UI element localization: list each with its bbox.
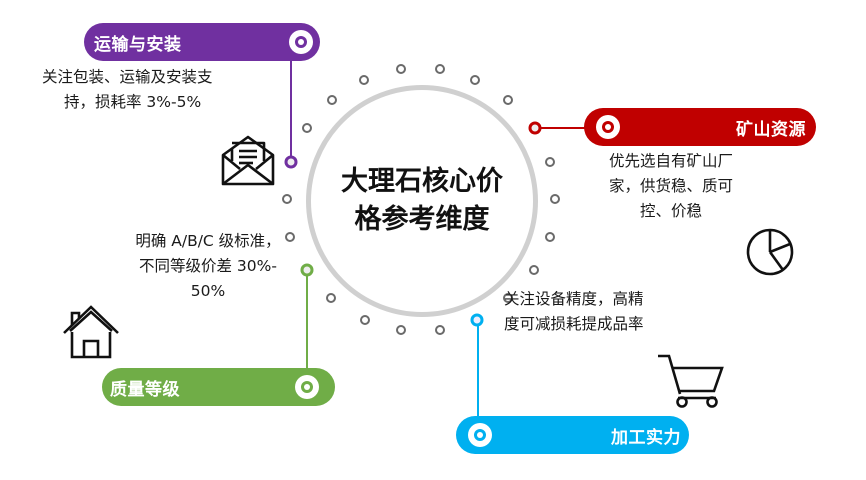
quality-label: 质量等级 <box>110 379 180 400</box>
target-icon <box>596 115 620 139</box>
orbit-dot <box>396 325 406 335</box>
target-icon <box>295 375 319 399</box>
orbit-dot <box>503 95 513 105</box>
orbit-dot <box>360 315 370 325</box>
connector-line <box>306 275 308 370</box>
orbit-dot <box>529 265 539 275</box>
quality-description: 明确 A/B/C 级标准， 不同等级价差 30%- 50% <box>135 232 281 300</box>
connector-line <box>477 325 479 417</box>
mining-label: 矿山资源 <box>736 119 806 140</box>
orbit-dot <box>282 194 292 204</box>
processing-label: 加工实力 <box>611 427 681 448</box>
orbit-dot <box>359 75 369 85</box>
quality-label-pill: 质量等级 <box>102 368 335 406</box>
orbit-dot <box>326 293 336 303</box>
pie-chart-icon <box>745 227 795 277</box>
transport-anchor-dot <box>284 155 298 169</box>
orbit-dot <box>550 194 560 204</box>
transport-description: 关注包装、运输及安装支 持，损耗率 3%-5% <box>42 68 213 111</box>
orbit-dot <box>545 232 555 242</box>
orbit-dot <box>435 325 445 335</box>
mining-description: 优先选自有矿山厂 家，供货稳、质可 控、价稳 <box>608 152 733 220</box>
orbit-dot <box>435 64 445 74</box>
orbit-dot <box>503 293 513 303</box>
orbit-dot <box>327 95 337 105</box>
orbit-dot <box>470 75 480 85</box>
processing-label-pill: 加工实力 <box>456 416 689 454</box>
center-title-line2: 格参考维度 <box>354 204 490 235</box>
center-title-line1: 大理石核心价 <box>341 166 503 197</box>
transport-label-pill: 运输与安装 <box>84 23 320 61</box>
center-title: 大理石核心价 格参考维度 <box>306 85 538 317</box>
connector-line <box>540 127 588 129</box>
orbit-dot <box>545 157 555 167</box>
processing-description: 关注设备精度，高精 度可减损耗提成品率 <box>504 290 644 333</box>
transport-label: 运输与安装 <box>94 34 182 55</box>
mining-label-pill: 矿山资源 <box>584 108 816 146</box>
target-icon <box>468 423 492 447</box>
house-icon <box>62 303 120 359</box>
orbit-dot <box>285 232 295 242</box>
connector-line <box>290 55 292 160</box>
orbit-dot <box>396 64 406 74</box>
center-ring <box>306 85 538 317</box>
orbit-dot <box>302 123 312 133</box>
envelope-icon <box>220 133 276 187</box>
mining-anchor-dot <box>528 121 542 135</box>
target-icon <box>289 30 313 54</box>
shopping-cart-icon <box>656 350 726 408</box>
